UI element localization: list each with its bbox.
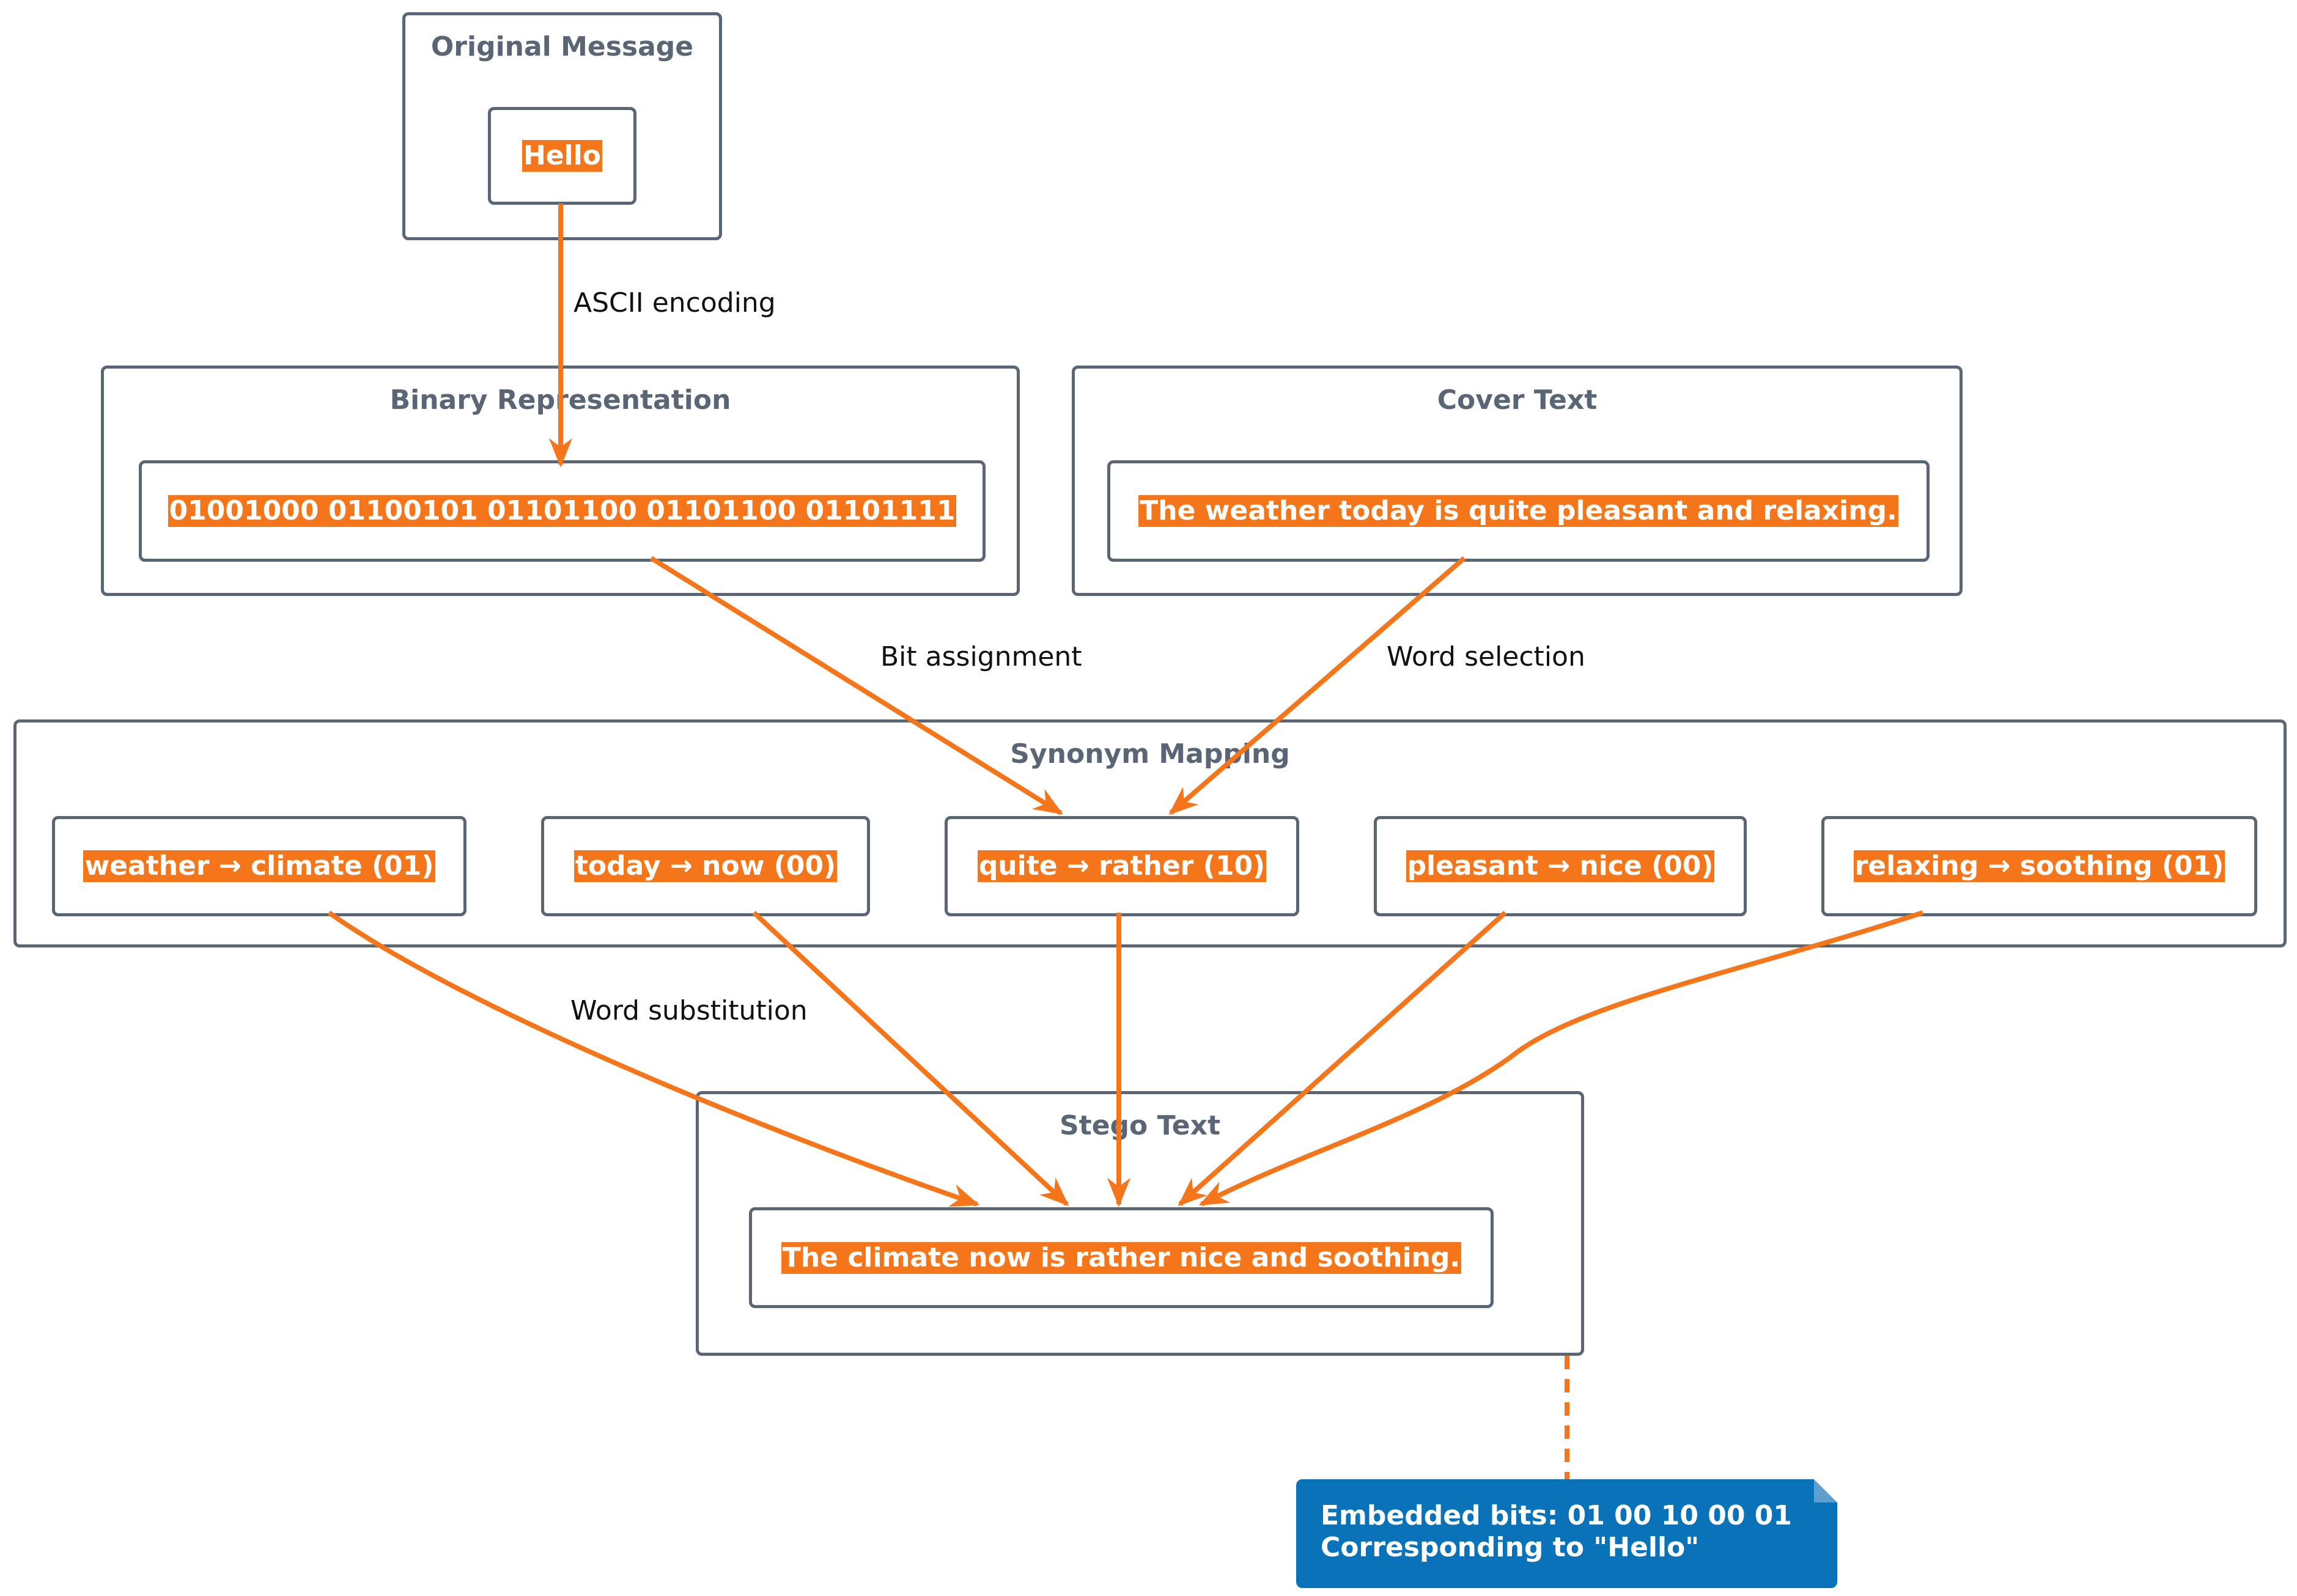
package-title: Stego Text — [1059, 1110, 1221, 1141]
package-synonym-mapping: Synonym Mapping weather → climate (01) t… — [13, 719, 2287, 947]
package-title: Binary Representation — [389, 384, 731, 416]
edge-label-ascii-encoding: ASCII encoding — [573, 287, 776, 318]
synonym-node-weather[interactable]: weather → climate (01) — [52, 816, 466, 916]
synonym-node-relaxing[interactable]: relaxing → soothing (01) — [1821, 816, 2257, 916]
cover-text: The weather today is quite pleasant and … — [1138, 495, 1898, 527]
note-line-bits: Embedded bits: 01 00 10 00 01 — [1321, 1500, 1793, 1531]
synonym-text: weather → climate (01) — [83, 850, 435, 882]
message-node[interactable]: Hello — [488, 107, 636, 205]
package-title: Original Message — [430, 31, 694, 62]
edge-label-word-substitution: Word substitution — [570, 995, 808, 1026]
synonym-text: quite → rather (10) — [977, 850, 1267, 882]
package-stego-text: Stego Text The climate now is rather nic… — [696, 1091, 1584, 1356]
synonym-text: today → now (00) — [573, 850, 838, 882]
package-cover-text: Cover Text The weather today is quite pl… — [1072, 366, 1963, 596]
embedded-bits-note: Embedded bits: 01 00 10 00 01 Correspond… — [1296, 1479, 1837, 1588]
note-line-meaning: Corresponding to "Hello" — [1321, 1532, 1700, 1563]
cover-node[interactable]: The weather today is quite pleasant and … — [1107, 460, 1930, 562]
binary-text: 01001000 01100101 01101100 01101100 0110… — [168, 495, 957, 527]
synonym-text: pleasant → nice (00) — [1406, 850, 1715, 882]
synonym-node-today[interactable]: today → now (00) — [541, 816, 870, 916]
edge-label-bit-assignment: Bit assignment — [880, 641, 1082, 672]
message-text: Hello — [522, 140, 603, 172]
binary-node[interactable]: 01001000 01100101 01101100 01101100 0110… — [139, 460, 986, 562]
package-title: Synonym Mapping — [1010, 738, 1290, 770]
stego-text: The climate now is rather nice and sooth… — [781, 1241, 1462, 1274]
package-original-message: Original Message Hello — [402, 12, 722, 240]
synonym-node-pleasant[interactable]: pleasant → nice (00) — [1374, 816, 1747, 916]
note-fold-icon — [1814, 1479, 1837, 1502]
stego-node[interactable]: The climate now is rather nice and sooth… — [749, 1207, 1494, 1308]
synonym-node-quite[interactable]: quite → rather (10) — [945, 816, 1299, 916]
package-title: Cover Text — [1437, 384, 1598, 416]
package-binary-representation: Binary Representation 01001000 01100101 … — [101, 366, 1020, 596]
edge-label-word-selection: Word selection — [1387, 641, 1585, 672]
synonym-text: relaxing → soothing (01) — [1853, 850, 2225, 882]
